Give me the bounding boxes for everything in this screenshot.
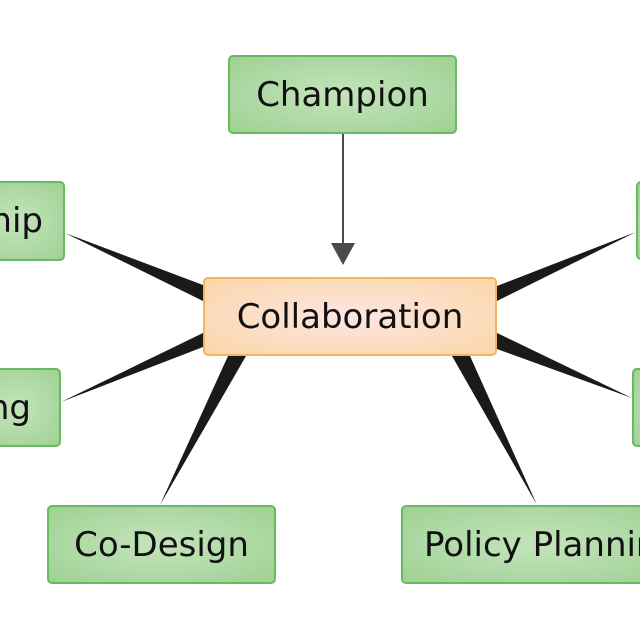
spoke-right-top bbox=[497, 232, 636, 301]
node-co-design-label: Co-Design bbox=[74, 524, 249, 565]
node-co-design[interactable]: Co-Design bbox=[47, 505, 276, 584]
spoke-left-middle bbox=[61, 333, 203, 402]
node-right-top[interactable] bbox=[636, 181, 640, 260]
spoke-left-top bbox=[65, 233, 203, 301]
node-networking[interactable]: Networking bbox=[0, 368, 61, 447]
node-collaboration-label: Collaboration bbox=[236, 296, 464, 337]
node-champion-label: Champion bbox=[256, 74, 429, 115]
node-collaboration[interactable]: Collaboration bbox=[203, 277, 497, 356]
node-leadership[interactable]: Leadership bbox=[0, 181, 65, 261]
arrowhead bbox=[331, 243, 355, 265]
spoke-bottom-right bbox=[452, 356, 537, 505]
spoke-right-middle bbox=[497, 333, 632, 398]
node-leadership-label: Leadership bbox=[0, 201, 43, 241]
node-champion[interactable]: Champion bbox=[228, 55, 457, 134]
node-right-middle[interactable] bbox=[632, 368, 640, 447]
spoke-bottom-left bbox=[160, 356, 246, 505]
node-policy-planning-label: Policy Planning bbox=[424, 524, 640, 565]
node-networking-label: Networking bbox=[0, 387, 31, 428]
node-policy-planning[interactable]: Policy Planning bbox=[401, 505, 640, 584]
